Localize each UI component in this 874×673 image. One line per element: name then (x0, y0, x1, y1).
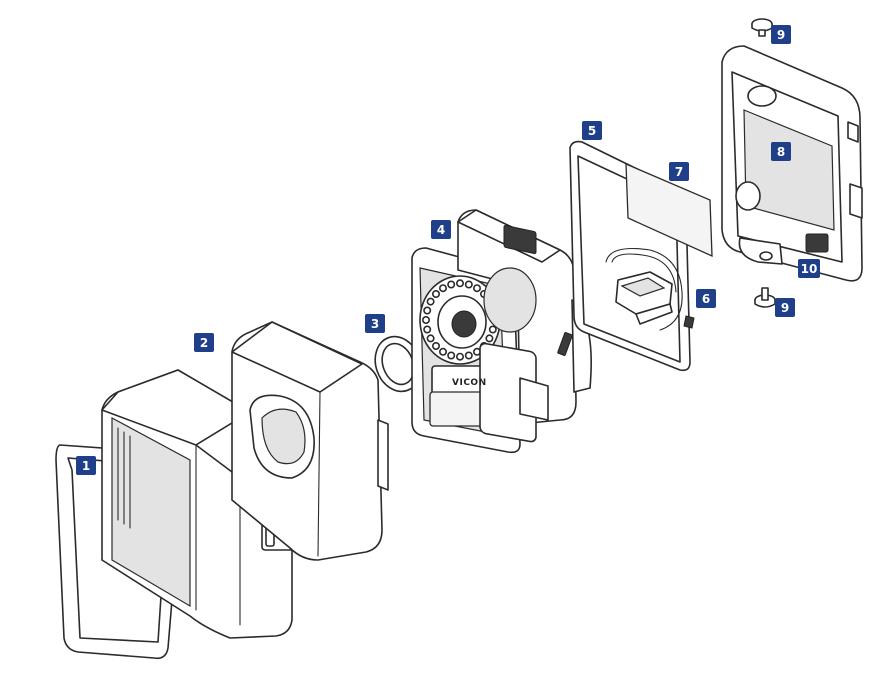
ir-led (426, 334, 435, 343)
callout-5: 5 (582, 121, 602, 140)
callout-3: 3 (365, 314, 385, 333)
callout-10: 10 (798, 259, 820, 278)
screw-bottom (754, 287, 776, 308)
ir-led (447, 351, 456, 360)
ir-led (431, 289, 440, 298)
brand-text: VICON (452, 378, 487, 388)
ir-led (431, 341, 440, 350)
callout-2: 2 (194, 333, 214, 352)
callout-7: 7 (669, 162, 689, 181)
callout-6: 6 (696, 289, 716, 308)
callout-4: 4 (431, 220, 451, 239)
ir-led (421, 315, 430, 324)
label-film (625, 162, 713, 258)
callout-8: 8 (771, 142, 791, 161)
ir-led (488, 325, 497, 334)
ir-led (426, 297, 435, 306)
ir-led (438, 347, 447, 356)
ir-led (455, 279, 464, 288)
camera-module-body (457, 209, 592, 443)
ir-led (485, 334, 494, 343)
back-housing (721, 45, 863, 282)
ir-led (447, 280, 456, 289)
ir-led (455, 352, 464, 361)
ir-led (464, 351, 473, 360)
ir-led (464, 280, 473, 289)
screw-top (751, 18, 773, 37)
rear-box-housing (231, 321, 389, 561)
ir-led (472, 284, 481, 293)
ir-led (423, 325, 432, 334)
ir-led (423, 306, 432, 315)
callout-9-bottom: 9 (775, 298, 795, 317)
ir-led (438, 284, 447, 293)
cable-connector (605, 247, 695, 331)
callout-1: 1 (76, 456, 96, 475)
callout-9-top: 9 (771, 25, 791, 44)
